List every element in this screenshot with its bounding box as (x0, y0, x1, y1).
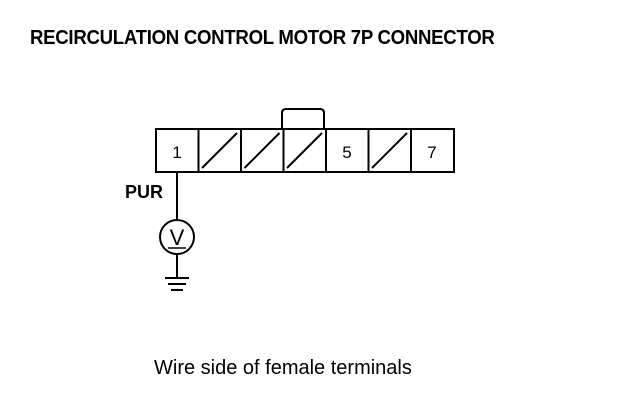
pin-label-1: 1 (172, 143, 181, 162)
pin-label-5: 5 (342, 143, 351, 162)
voltmeter-symbol: V (170, 225, 185, 250)
pin-label-7: 7 (427, 143, 436, 162)
unused-cavity-6-mark (371, 132, 408, 169)
diagram-title: RECIRCULATION CONTROL MOTOR 7P CONNECTOR (30, 27, 495, 49)
unused-cavity-marks (201, 132, 408, 169)
unused-cavity-2-mark (201, 132, 238, 169)
ground-icon (165, 277, 189, 291)
unused-cavity-4-mark (286, 132, 323, 169)
connector-lock-tab (278, 108, 328, 130)
wire-color-label: PUR (125, 182, 163, 202)
voltmeter-icon: V (159, 219, 195, 255)
diagram-caption: Wire side of female terminals (154, 357, 412, 379)
unused-cavity-3-mark (243, 132, 281, 169)
